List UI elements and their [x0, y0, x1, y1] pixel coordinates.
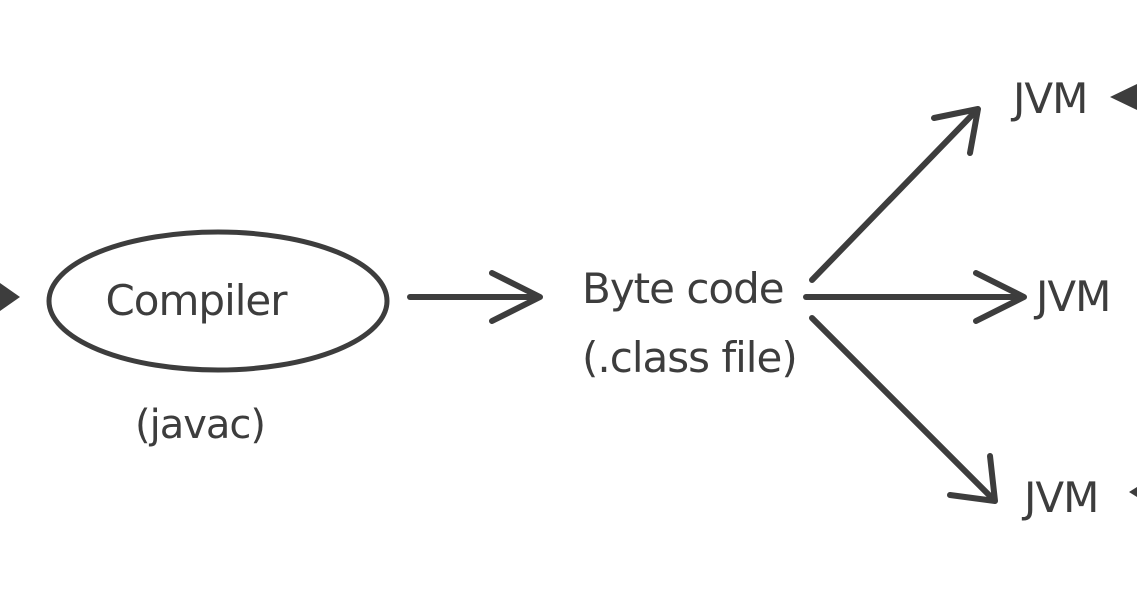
jvm-label-bottom: JVM [1021, 473, 1098, 522]
jvm-label-middle: JVM [1033, 272, 1110, 321]
compiler-label: Compiler [105, 276, 288, 325]
compiler-ellipse [46, 229, 390, 373]
arrow-bytecode-to-jvm-middle [803, 270, 1027, 324]
right-edge-arrow-head-top [1110, 84, 1137, 110]
arrow-compiler-to-bytecode [407, 270, 543, 324]
bytecode-label: Byte code [582, 264, 784, 313]
compiler-sublabel: (javac) [135, 402, 265, 448]
jvm-label-top: JVM [1010, 74, 1087, 123]
bytecode-sublabel: (.class file) [582, 333, 797, 382]
arrow-bytecode-to-jvm-bottom [809, 315, 998, 504]
arrow-bytecode-to-jvm-top [809, 106, 981, 283]
incoming-arrow-head [0, 283, 20, 311]
right-edge-arrow-head-bottom [1129, 487, 1137, 497]
